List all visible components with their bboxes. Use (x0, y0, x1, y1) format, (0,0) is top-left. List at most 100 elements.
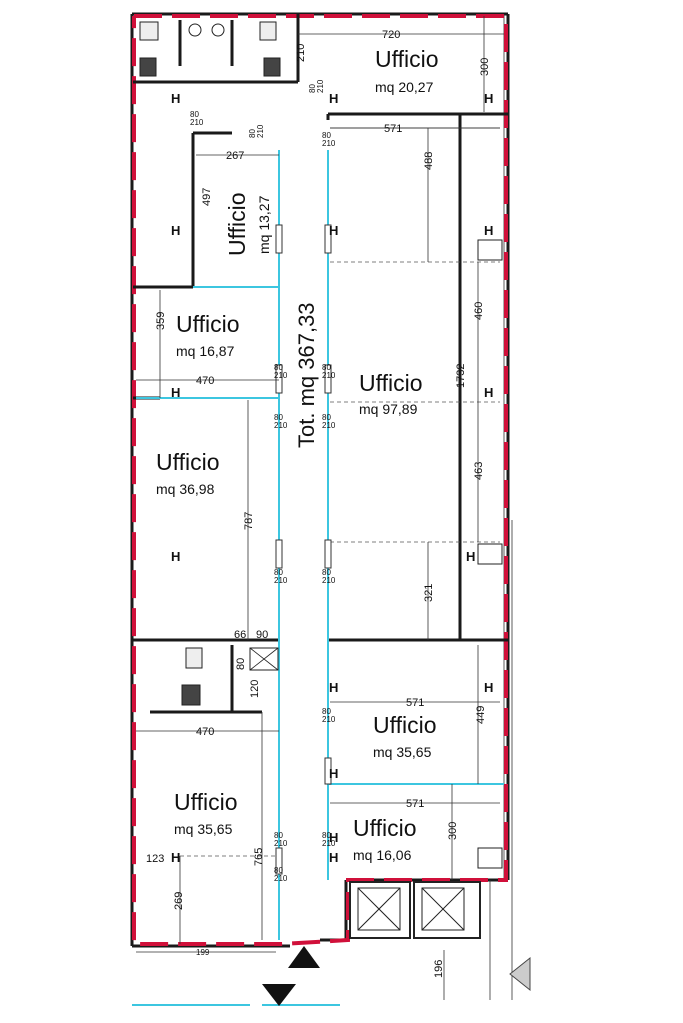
svg-text:H: H (484, 680, 493, 695)
dim-269: 269 (173, 892, 185, 910)
perimeter-outline (132, 14, 508, 946)
entrance-arrows (262, 946, 531, 1006)
dim-300-top: 300 (479, 58, 491, 76)
room-area: mq 16,87 (176, 343, 235, 359)
dim-787: 787 (243, 512, 255, 530)
svg-text:210: 210 (274, 371, 288, 380)
dim-267: 267 (226, 150, 244, 162)
svg-text:H: H (329, 850, 338, 865)
glass-partitions (132, 150, 504, 1006)
svg-text:210: 210 (190, 118, 204, 127)
dim-463: 463 (473, 462, 485, 480)
room-office-16-06: Ufficio mq 16,06 (353, 815, 417, 863)
dim-571-top: 571 (384, 123, 402, 135)
dim-765: 765 (253, 848, 265, 866)
svg-text:80: 80 (322, 568, 331, 577)
room-title: Ufficio (176, 311, 240, 337)
room-area: mq 20,27 (375, 79, 434, 95)
total-area-label: Tot. mq 367,33 (294, 302, 319, 448)
svg-text:210: 210 (274, 839, 288, 848)
room-title: Ufficio (174, 789, 238, 815)
dim-488: 488 (423, 152, 435, 170)
svg-text:210: 210 (274, 421, 288, 430)
dim-300-bottom: 300 (447, 822, 459, 840)
dim-210: 210 (295, 44, 307, 62)
svg-text:H: H (171, 223, 180, 238)
dimension-labels: 720 300 210 571 488 267 497 359 470 460 … (146, 29, 491, 978)
room-area: mq 36,98 (156, 481, 215, 497)
svg-text:H: H (329, 766, 338, 781)
dim-470-bottom: 470 (196, 726, 214, 738)
restroom-fixtures-bottom (181, 647, 279, 706)
restroom-fixtures-top (139, 21, 281, 77)
dim-80: 80 (235, 658, 247, 670)
svg-text:210: 210 (322, 839, 336, 848)
dim-449: 449 (475, 706, 487, 724)
room-office-35-65-right: Ufficio mq 35,65 (373, 712, 437, 760)
svg-text:H: H (484, 91, 493, 106)
dim-460: 460 (473, 302, 485, 320)
svg-text:H: H (329, 223, 338, 238)
dim-1732: 1732 (455, 364, 467, 388)
svg-text:H: H (171, 549, 180, 564)
room-office-13-27: Ufficio mq 13,27 (224, 193, 272, 257)
dim-571-bottom: 571 (406, 798, 424, 810)
svg-text:210: 210 (274, 874, 288, 883)
svg-text:80: 80 (274, 568, 283, 577)
exterior-walls (130, 12, 513, 1000)
dim-90: 90 (256, 629, 268, 641)
room-area: mq 13,27 (256, 195, 272, 254)
svg-text:80: 80 (322, 707, 331, 716)
svg-text:210: 210 (322, 421, 336, 430)
room-area: mq 35,65 (174, 821, 233, 837)
svg-text:210: 210 (316, 79, 325, 93)
svg-text:210: 210 (322, 576, 336, 585)
svg-text:H: H (171, 385, 180, 400)
room-office-20-27: Ufficio mq 20,27 (375, 46, 439, 95)
room-title: Ufficio (156, 449, 220, 475)
open-space-divisions (180, 261, 500, 857)
door-openings (275, 224, 332, 875)
dim-123: 123 (146, 853, 164, 865)
svg-text:H: H (484, 385, 493, 400)
svg-text:210: 210 (322, 139, 336, 148)
svg-text:80: 80 (322, 131, 331, 140)
svg-text:210: 210 (274, 576, 288, 585)
room-title: Ufficio (224, 193, 250, 257)
room-title: Ufficio (353, 815, 417, 841)
dim-66: 66 (234, 629, 246, 641)
room-office-97-89: Ufficio mq 97,89 (359, 370, 423, 417)
svg-text:H: H (466, 549, 475, 564)
room-title: Ufficio (375, 46, 439, 72)
svg-text:210: 210 (322, 371, 336, 380)
svg-text:H: H (171, 91, 180, 106)
room-title: Ufficio (373, 712, 437, 738)
dim-720: 720 (382, 29, 400, 41)
room-office-36-98: Ufficio mq 36,98 (156, 449, 220, 497)
svg-text:80: 80 (322, 831, 331, 840)
svg-text:80: 80 (274, 363, 283, 372)
dim-470-mid: 470 (196, 375, 214, 387)
svg-text:H: H (329, 680, 338, 695)
room-office-35-65-left: Ufficio mq 35,65 (174, 789, 238, 837)
svg-text:H: H (329, 830, 338, 845)
room-area: mq 97,89 (359, 401, 418, 417)
wall-units (477, 239, 503, 869)
svg-text:H: H (171, 850, 180, 865)
dimension-lines (136, 16, 504, 1000)
svg-text:H: H (329, 91, 338, 106)
svg-text:210: 210 (322, 715, 336, 724)
svg-text:80: 80 (274, 866, 283, 875)
